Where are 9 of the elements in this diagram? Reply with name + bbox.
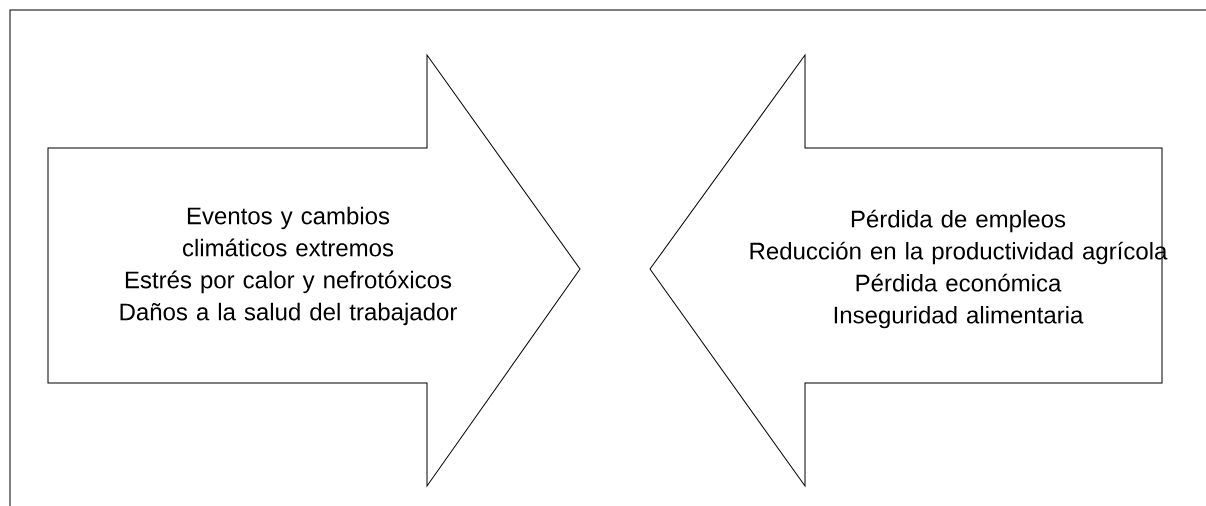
arrow-shape: [47, 54, 581, 487]
text-line: Daños a la salud del trabajador: [120, 302, 457, 326]
text-line: Pérdida económica: [856, 273, 1062, 292]
text-line: Inseguridad alimentaria: [834, 305, 1084, 329]
arrow-shape: [649, 54, 1168, 487]
text-line: Eventos y cambios climáticos extremos: [183, 206, 394, 257]
text-line: Reducción en la productividad agrícola: [750, 241, 1168, 265]
text-line: Pérdida de empleos: [851, 209, 1066, 233]
text-line: Estrés por calor y nefrotóxicos: [125, 270, 452, 294]
